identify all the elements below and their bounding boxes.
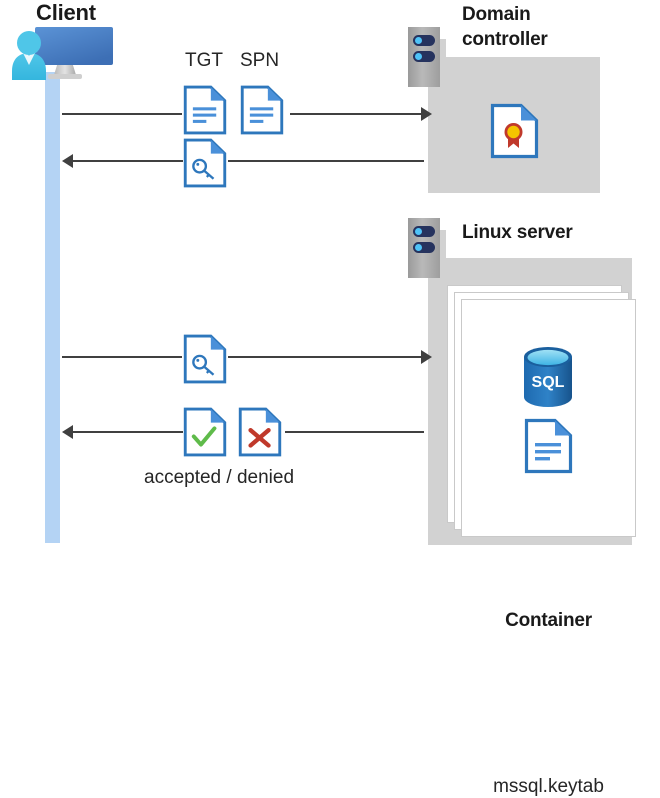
flow-dc-to-client-line-left	[73, 160, 183, 162]
linux-server-title: Linux server	[462, 222, 573, 243]
flow-dc-to-client-arrowhead	[62, 154, 73, 168]
spn-label: SPN	[240, 50, 280, 71]
result-label: accepted / denied	[144, 467, 295, 488]
flow-linux-to-client-line-left	[73, 431, 183, 433]
container-card-front: Container SQL	[461, 299, 636, 797]
sql-database-icon: SQL	[519, 346, 577, 413]
flow-client-to-dc-line-left	[62, 113, 182, 115]
document-lines-icon	[240, 84, 284, 136]
document-check-icon	[183, 406, 227, 458]
flow-client-to-dc-line-right	[290, 113, 422, 115]
document-lines-icon	[524, 418, 573, 474]
client-workstation-icon	[8, 25, 120, 87]
sql-database-label: SQL	[532, 374, 565, 391]
client-lifeline	[45, 72, 60, 543]
flow-client-to-linux-line-right	[228, 356, 422, 358]
document-cross-icon	[238, 406, 282, 458]
flow-client-to-linux-arrowhead	[421, 350, 432, 364]
kerberos-flow-diagram: Client	[8, 0, 636, 797]
flow-dc-to-client-line-right	[228, 160, 424, 162]
flow-client-to-linux-line-left	[62, 356, 182, 358]
document-key-icon	[183, 137, 227, 189]
document-certificate-icon	[490, 103, 539, 159]
flow-client-to-dc-arrowhead	[421, 107, 432, 121]
flow-linux-to-client-arrowhead	[62, 425, 73, 439]
document-lines-icon	[183, 84, 227, 136]
keytab-filename-label: mssql.keytab	[493, 776, 604, 797]
flow-linux-to-client-line-right	[285, 431, 424, 433]
container-title: Container	[505, 610, 592, 631]
server-rack-icon	[408, 27, 446, 87]
tgt-label: TGT	[185, 50, 223, 71]
server-rack-icon	[408, 218, 446, 278]
document-key-icon	[183, 333, 227, 385]
client-title: Client	[36, 0, 96, 25]
